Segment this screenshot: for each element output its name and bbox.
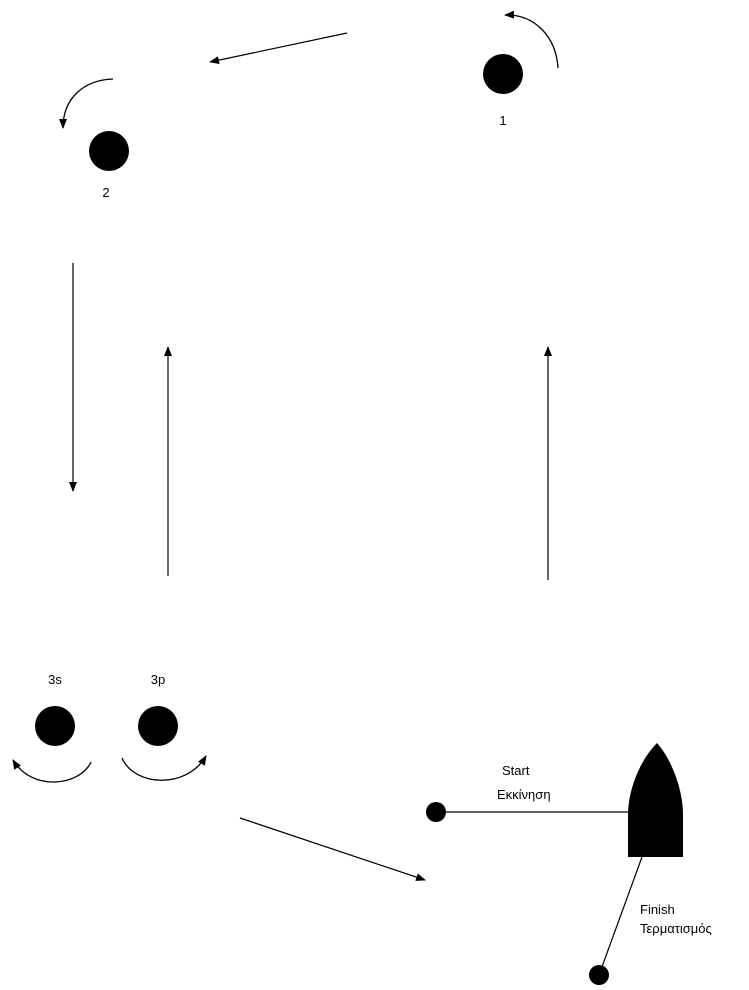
start-label-gr: Εκκίνηση <box>497 787 551 802</box>
finish-label-gr: Τερματισμός <box>640 921 712 936</box>
finish-pin-buoy <box>589 965 609 985</box>
mark-1-buoy <box>483 54 523 94</box>
mark-3s-buoy <box>35 706 75 746</box>
mark-3s: 3s <box>12 672 92 783</box>
leg-1-to-2-arrow <box>209 32 348 65</box>
mark-1-label: 1 <box>499 113 506 128</box>
finish-line-segment <box>598 856 643 976</box>
mark-3p-rounding-arrow <box>121 755 207 781</box>
finish-line: Finish Τερματισμός <box>589 856 712 985</box>
leg-3-to-finish-arrow <box>239 817 426 881</box>
mark-3p: 3p <box>121 672 207 781</box>
mark-3p-label: 3p <box>151 672 165 687</box>
mark-2-rounding-arrow <box>59 78 114 129</box>
committee-boat <box>628 743 683 857</box>
mark-3s-label: 3s <box>48 672 62 687</box>
mark-3s-rounding-arrow <box>12 759 92 783</box>
mark-1: 1 <box>483 10 559 128</box>
mark-2: 2 <box>59 78 129 200</box>
start-label-en: Start <box>502 763 530 778</box>
mark-2-buoy <box>89 131 129 171</box>
mark-2-label: 2 <box>102 185 109 200</box>
mark-3p-buoy <box>138 706 178 746</box>
start-line: Start Εκκίνηση <box>426 763 632 822</box>
mark-1-rounding-arrow <box>504 10 559 69</box>
finish-label-en: Finish <box>640 902 675 917</box>
